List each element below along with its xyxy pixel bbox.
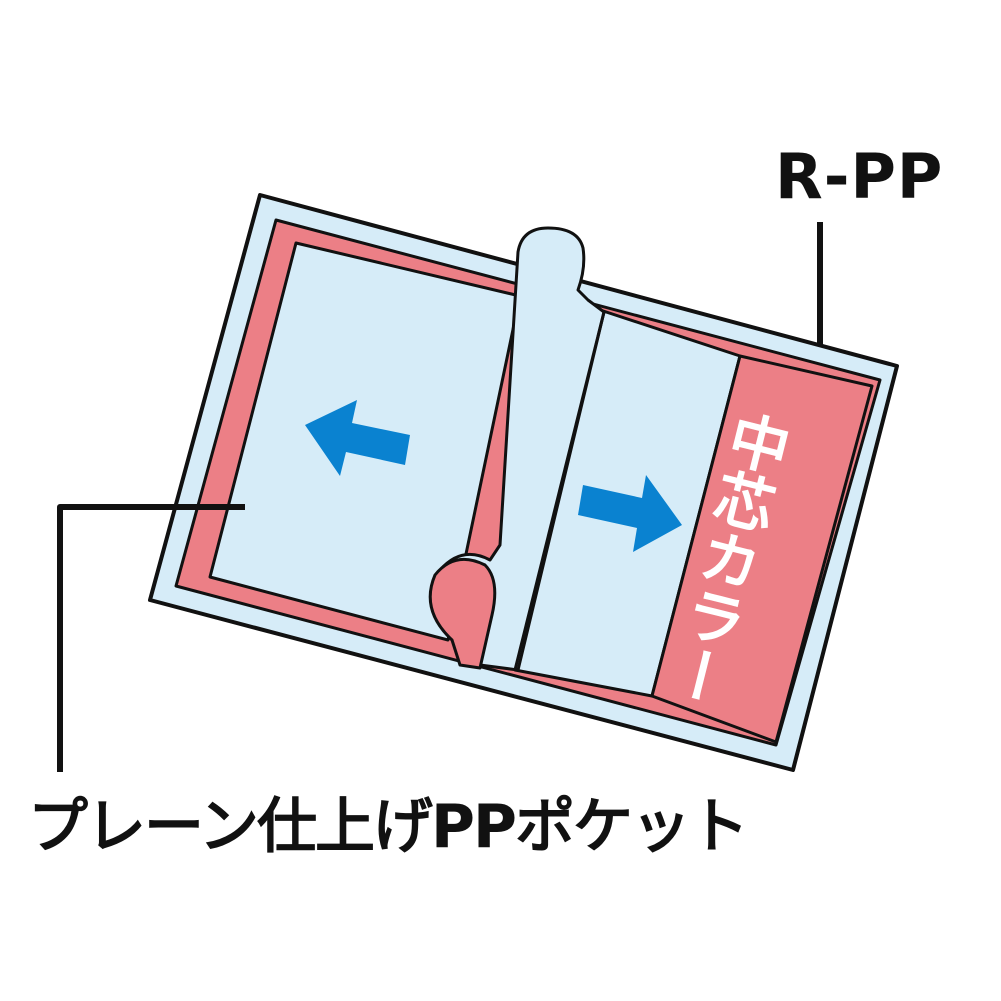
core-color-strip bbox=[650, 354, 874, 744]
cover-material-label: R-PP bbox=[775, 140, 944, 213]
pocket-callout-line bbox=[57, 504, 245, 772]
pocket-label: プレーン仕上げPPポケット bbox=[28, 792, 749, 862]
tab-notch bbox=[428, 557, 497, 670]
arrow-left-icon bbox=[305, 400, 410, 476]
arrow-right-icon bbox=[578, 475, 682, 552]
